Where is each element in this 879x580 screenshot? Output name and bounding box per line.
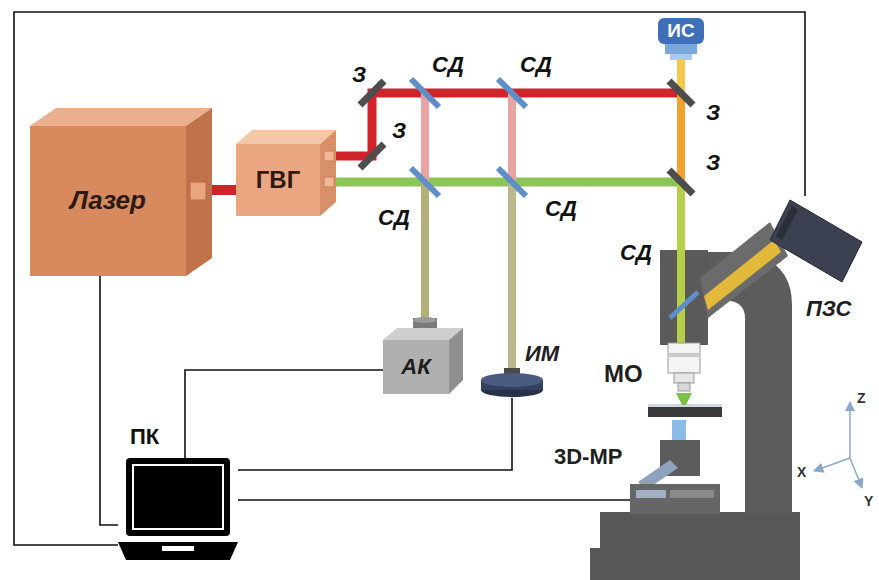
dichroic-mirror [498, 168, 526, 196]
shape-part [162, 546, 194, 551]
shape-face [30, 108, 212, 126]
dichroic-label: СД [378, 205, 410, 230]
computer-icon-outline [118, 458, 238, 562]
shape-part [636, 490, 666, 498]
node-label: ПЗС [806, 296, 851, 321]
axis-line [850, 458, 862, 488]
signal-wire [238, 398, 512, 470]
shape-part [668, 353, 700, 357]
laser-box: Лазер [30, 106, 212, 276]
node-label: ИМ [525, 341, 559, 366]
axis-line [814, 458, 850, 471]
mirror-label: З [392, 118, 406, 143]
shape-part [674, 373, 694, 383]
shape-part [383, 340, 449, 394]
computer-icon: ПК [118, 458, 238, 562]
shape-part [190, 182, 206, 200]
mirror-label: З [706, 100, 720, 125]
positioning-stage: 3D-МР [630, 420, 720, 516]
shape-part [672, 420, 686, 442]
dichroic-mirror [411, 168, 439, 196]
light-source: ИС [658, 18, 704, 60]
node-label: Лазер [70, 186, 146, 216]
shape-face [449, 328, 463, 394]
shape-part [30, 126, 186, 276]
mirror [360, 144, 384, 168]
axis-label: Z [857, 390, 866, 406]
shape-part [670, 54, 692, 60]
shape-part [133, 465, 223, 529]
pink-beam [421, 93, 429, 182]
objective-lens-outline [666, 343, 702, 393]
objective-lens: МО [666, 343, 702, 393]
mixed-beam [421, 182, 429, 322]
signal-wire [14, 12, 805, 545]
dichroic-mirror [498, 79, 526, 107]
shape-part [658, 18, 704, 44]
shape-part [630, 484, 720, 514]
shape-face [118, 542, 238, 560]
shape-face [320, 130, 336, 216]
shape-part [481, 373, 543, 387]
shg-box: ГВГ [236, 128, 336, 216]
ccd-camera: ПЗС [768, 196, 864, 286]
node-label: АК [401, 354, 430, 379]
pink-beam [508, 93, 516, 182]
shape-part [670, 490, 714, 498]
mirror-label: З [706, 150, 720, 175]
node-label: ИС [667, 20, 694, 42]
dichroic-mirror [411, 79, 439, 107]
dichroic-label: СД [432, 52, 464, 77]
signal-wire [100, 276, 118, 525]
shape-part [678, 383, 690, 391]
node-label: ГВГ [256, 166, 301, 194]
mirror-label: З [352, 62, 366, 87]
shape-face [776, 206, 798, 240]
shape-part [665, 44, 697, 54]
mirror [669, 170, 693, 194]
axis-label: X [797, 464, 806, 480]
mirror [669, 81, 693, 105]
ccd-camera-outline [768, 196, 864, 286]
dichroic-label: СД [620, 240, 652, 265]
power-meter: ИМ [480, 368, 544, 398]
shape-part [126, 458, 230, 536]
signal-wire [185, 370, 383, 458]
axis-label: Y [864, 493, 873, 509]
shape-face [186, 108, 212, 276]
shape-face [236, 130, 336, 144]
shape-face [770, 200, 862, 282]
camera-light-path [704, 240, 781, 310]
power-meter-outline [480, 368, 544, 398]
mixed-beam [508, 182, 516, 368]
shape-part [324, 177, 334, 187]
node-label: 3D-МР [554, 444, 622, 469]
laser-beam [212, 185, 236, 195]
autocorrelator-box: АК [383, 318, 463, 394]
shape-part [413, 317, 437, 323]
shape-part [324, 151, 334, 161]
node-label: МО [604, 360, 643, 388]
shape-part [668, 343, 700, 373]
microscope-base [590, 512, 800, 580]
node-label: ПК [130, 424, 159, 449]
orange-beam [677, 93, 685, 182]
focus-cone [676, 393, 692, 405]
signal-wire [238, 499, 630, 501]
dichroic-mirror [670, 292, 698, 318]
dichroic-label: СД [545, 196, 577, 221]
shape-face [383, 328, 463, 340]
dichroic-label: СД [520, 52, 552, 77]
axis-line [849, 402, 851, 458]
positioning-stage-outline [630, 420, 720, 516]
combined-beam [677, 182, 685, 343]
sample-slide [648, 407, 722, 417]
shape-part [236, 144, 320, 216]
